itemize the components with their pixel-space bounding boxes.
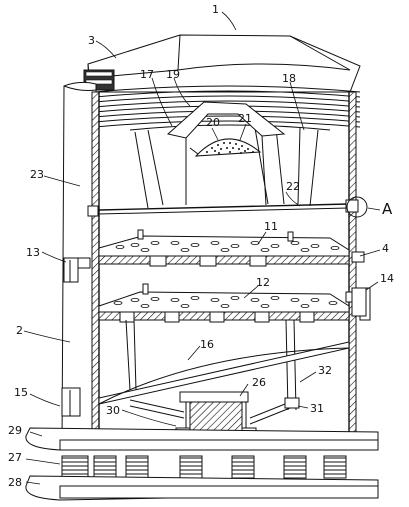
- springs: [61, 455, 347, 479]
- housing-walls: [91, 91, 357, 443]
- callout-labels: 1 3 17 19 18 20 21 23 22 A 11 13 4 12 14…: [8, 3, 394, 489]
- top-cover: [87, 34, 361, 93]
- upper-screen-tray: [67, 229, 365, 269]
- callout-17: 17: [140, 68, 154, 81]
- inner-drum: [129, 101, 331, 209]
- callout-20: 20: [206, 116, 220, 129]
- callout-3: 3: [88, 34, 95, 47]
- callout-32: 32: [318, 364, 332, 377]
- callout-31: 31: [310, 402, 324, 415]
- callout-22: 22: [286, 180, 300, 193]
- callout-18: 18: [282, 72, 296, 85]
- cross-bar: [87, 196, 368, 218]
- leader-lines: [23, 11, 381, 485]
- callout-28: 28: [8, 476, 22, 489]
- base-plate: [25, 427, 379, 451]
- support-rods: [125, 319, 297, 411]
- callout-23: 23: [30, 168, 44, 181]
- callout-A: A: [382, 200, 393, 218]
- callout-26: 26: [252, 376, 266, 389]
- callout-2: 2: [16, 324, 23, 337]
- ground-plate: [25, 475, 379, 501]
- callout-14: 14: [380, 272, 394, 285]
- callout-11: 11: [264, 220, 278, 233]
- callout-29: 29: [8, 424, 22, 437]
- callout-4: 4: [382, 242, 389, 255]
- lower-screen-tray: [98, 283, 371, 323]
- side-clips: [61, 257, 367, 417]
- callout-27: 27: [8, 451, 22, 464]
- callout-13: 13: [26, 246, 40, 259]
- callout-1: 1: [212, 3, 219, 16]
- callout-16: 16: [200, 338, 214, 351]
- callout-21: 21: [238, 112, 252, 125]
- callout-19: 19: [166, 68, 180, 81]
- callout-30: 30: [106, 404, 120, 417]
- callout-12: 12: [256, 276, 270, 289]
- inclined-chute: [98, 341, 350, 405]
- callout-15: 15: [14, 386, 28, 399]
